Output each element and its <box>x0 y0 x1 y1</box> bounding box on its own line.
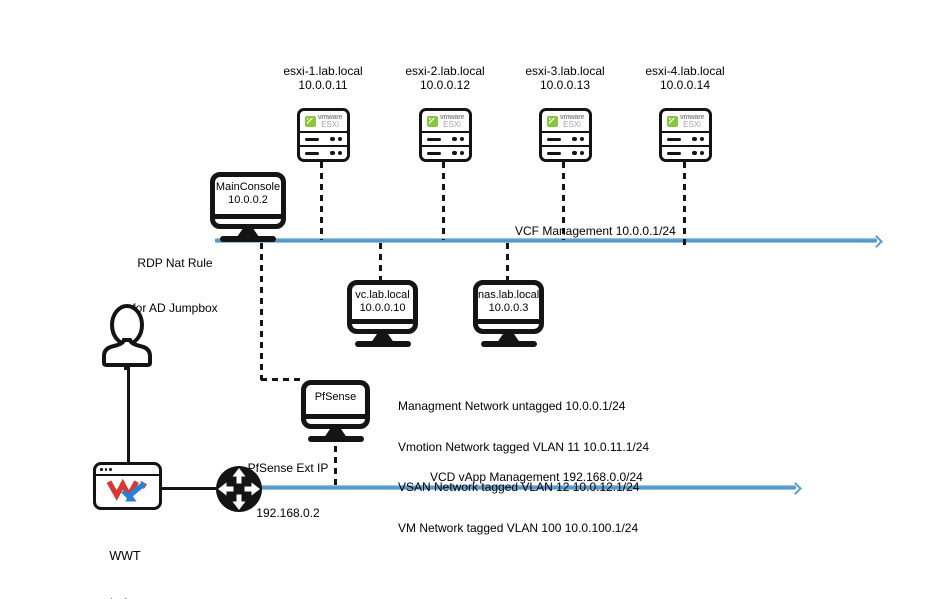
esxi2-ip: 10.0.0.12 <box>419 78 471 92</box>
note-management: Managment Network untagged 10.0.0.1/24 <box>398 399 626 413</box>
monitor-base <box>354 341 411 347</box>
server-rack-row <box>542 145 589 159</box>
monitor-bezel <box>306 414 365 419</box>
edge-wwt-to-router <box>161 487 216 490</box>
vc-hostname: vc.lab.local <box>355 289 410 301</box>
monitor-base <box>480 341 537 347</box>
esxi1-hostname: esxi-1.lab.local <box>283 64 363 78</box>
monitor-stand <box>237 228 259 237</box>
monitor-stand <box>497 333 520 342</box>
edge-esxi4-to-vcf <box>683 162 686 246</box>
edge-vcf-to-vc <box>379 243 382 280</box>
vcf-management-network-line <box>215 238 877 243</box>
note-vmotion: Vmotion Network tagged VLAN 11 10.0.11.1… <box>398 439 650 454</box>
vmware-cube-icon <box>546 115 558 127</box>
esxi2-hostname: esxi-2.lab.local <box>405 64 485 78</box>
esxi-product-text: ESXi <box>563 119 581 129</box>
monitor-bezel <box>478 319 539 324</box>
edge-vcf-to-nas <box>506 243 509 280</box>
pfsense-monitor-icon: PfSense <box>301 380 370 442</box>
monitor-bezel <box>352 319 413 324</box>
esxi-product-text: ESXi <box>443 119 461 129</box>
edge-mainconsole-to-pfsense-horizontal <box>261 378 302 381</box>
server-rack-row <box>300 131 347 145</box>
vmware-brand-text: vmware <box>317 113 343 121</box>
esxi4-ip: 10.0.0.14 <box>659 78 711 92</box>
vmware-cube-icon <box>666 115 678 127</box>
vcd-vapp-network-line <box>260 485 796 490</box>
note-vsan: VSAN Network tagged VLAN 12 10.0.12.1/24 <box>398 480 640 494</box>
network-notes: Managment Network untagged 10.0.0.1/24 V… <box>398 373 649 562</box>
vcd-network-label: VCD vApp Management 192.168.0.0/24 <box>430 470 643 484</box>
monitor-base <box>220 236 276 242</box>
note-vm: VM Network tagged VLAN 100 10.0.100.1/24 <box>398 520 639 535</box>
server-rack-row <box>422 145 469 159</box>
user-icon <box>102 304 152 370</box>
mainconsole-name: MainConsole <box>215 181 281 193</box>
server-rack-row <box>300 145 347 159</box>
browser-titlebar <box>96 465 159 476</box>
server-rack-row <box>662 145 709 159</box>
vmware-brand-text: vmware <box>439 113 465 121</box>
edge-mainconsole-to-pfsense-vertical <box>260 243 263 380</box>
monitor-stand <box>371 333 394 342</box>
vmware-cube-icon <box>304 115 316 127</box>
esxi-product-text: ESXi <box>321 119 339 129</box>
esxi1-ip: 10.0.0.11 <box>298 78 348 92</box>
wwt-platform-label: WWT Platform <box>102 549 149 599</box>
server-rack-row <box>542 131 589 145</box>
edge-esxi2-to-vcf <box>442 162 445 240</box>
vmware-brand-text: vmware <box>679 113 705 121</box>
mainconsole-ip: 10.0.0.2 <box>228 194 268 206</box>
wwt-platform-icon <box>93 462 162 510</box>
pfsense-ext-ip-label: PfSense Ext IP 192.168.0.2 <box>247 461 329 520</box>
router-icon <box>216 466 262 512</box>
vmware-cube-icon <box>426 115 438 127</box>
edge-esxi3-to-vcf <box>562 162 565 240</box>
nas-hostname: nas.lab.local <box>478 289 540 301</box>
server-rack-row <box>662 131 709 145</box>
pfsense-name: PfSense <box>314 391 357 403</box>
rdp-nat-rule-label: RDP Nat Rule for AD Jumpbox <box>132 256 218 315</box>
esxi-product-text: ESXi <box>683 119 701 129</box>
monitor-base <box>307 436 364 442</box>
esxi4-hostname: esxi-4.lab.local <box>645 64 725 78</box>
monitor-stand <box>324 428 347 437</box>
edge-pfsense-to-vcd <box>334 446 337 486</box>
edge-user-to-wwt <box>127 366 130 463</box>
esxi3-ip: 10.0.0.13 <box>539 78 591 92</box>
vc-ip: 10.0.0.10 <box>359 302 406 314</box>
monitor-bezel <box>215 214 281 219</box>
vmware-brand-text: vmware <box>559 113 585 121</box>
wwt-logo-icon <box>106 478 147 502</box>
edge-esxi1-to-vcf <box>320 162 323 240</box>
esxi3-hostname: esxi-3.lab.local <box>525 64 605 78</box>
vcf-network-label: VCF Management 10.0.0.1/24 <box>515 224 676 238</box>
nas-ip: 10.0.0.3 <box>488 302 529 314</box>
server-rack-row <box>422 131 469 145</box>
